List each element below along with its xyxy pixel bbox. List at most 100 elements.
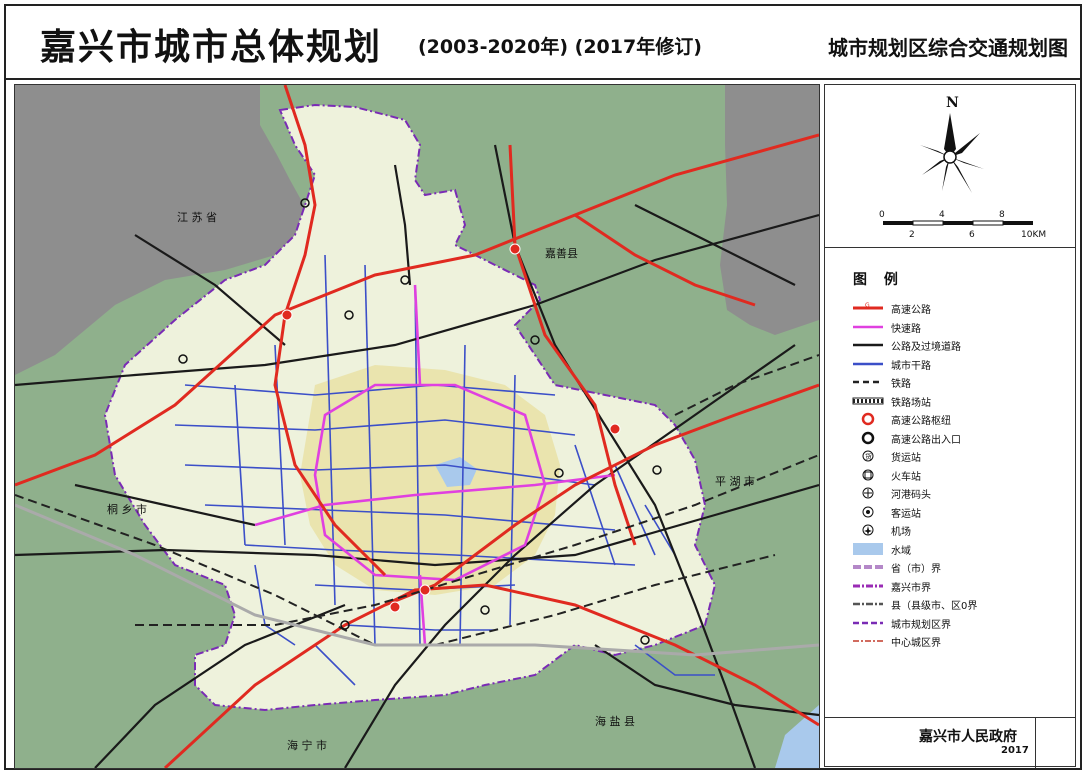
legend-item-exit: 高速公路出入口 xyxy=(851,429,1071,447)
railways xyxy=(15,354,819,646)
county-border-icon xyxy=(853,602,883,606)
center-border-icon xyxy=(853,640,883,642)
legend-label: 铁路 xyxy=(891,379,911,390)
legend-label: 火车站 xyxy=(891,471,921,483)
railway-icon xyxy=(853,380,883,384)
compass-box: N 0 xyxy=(825,85,1075,248)
exit-marker xyxy=(530,335,540,345)
map-name: 城市规划区综合交通规划图 xyxy=(828,36,1068,60)
grey-corridors xyxy=(15,503,819,657)
north-label: N xyxy=(946,95,959,111)
legend-title: 图 例 xyxy=(853,272,904,288)
footer: 嘉兴市人民政府 2017 xyxy=(825,717,1075,768)
legend-item-railway: 铁路 xyxy=(851,373,1071,391)
highway-icon xyxy=(853,343,883,347)
hub-marker xyxy=(609,423,621,435)
footer-divider xyxy=(1035,718,1036,768)
bus-icon xyxy=(862,506,874,517)
legend-item-train: 火车站 xyxy=(851,466,1071,484)
exit-marker xyxy=(400,275,410,285)
expressway-exits xyxy=(178,198,662,645)
jiangsu-region xyxy=(15,85,315,375)
exit-marker xyxy=(340,620,350,630)
exit-icon xyxy=(861,431,875,444)
city-border-icon xyxy=(853,584,883,587)
legend-label: 铁路场站 xyxy=(891,397,931,409)
map-frame: 嘉兴市城市总体规划 (2003-2020年) (2017年修订) 城市规划区综合… xyxy=(4,4,1082,770)
expressway-icon: G xyxy=(853,302,883,310)
legend-label: 快速路 xyxy=(891,323,921,335)
legend-item-hub: 高速公路枢纽 xyxy=(851,410,1071,428)
scale-tick-8: 8 xyxy=(999,210,1005,220)
scale-bar: 0 4 8 2 6 10KM xyxy=(879,210,1046,240)
place-label-tongxiang: 桐 乡 市 xyxy=(107,502,147,516)
legend-item-center-border: 中心城区界 xyxy=(851,632,1071,650)
hub-marker xyxy=(281,309,293,321)
header: 嘉兴市城市总体规划 (2003-2020年) (2017年修订) 城市规划区综合… xyxy=(6,6,1080,80)
exit-marker xyxy=(554,468,564,478)
water-icon xyxy=(853,542,883,555)
legend-label: 水域 xyxy=(891,545,911,557)
scale-tick-0: 0 xyxy=(879,210,885,220)
hub-icon xyxy=(861,412,875,426)
place-label-haining: 海 宁 市 xyxy=(287,738,327,752)
legend-item-province-border: 省（市）界 xyxy=(851,558,1071,576)
legend-label: 嘉兴市界 xyxy=(891,582,931,594)
legend-label: 河港码头 xyxy=(891,490,931,501)
fast-road-icon xyxy=(853,325,883,328)
map-svg: 江 苏 省 嘉善县 平 湖 市 桐 乡 市 海 宁 市 海 盐 县 xyxy=(15,85,819,768)
svg-text:货: 货 xyxy=(865,452,872,461)
planning-border-icon xyxy=(853,621,883,624)
legend-item-expressway: G 高速公路 xyxy=(851,299,1071,317)
scale-tick-6: 6 xyxy=(969,230,975,240)
compass-rose-icon xyxy=(920,113,984,193)
hub-marker xyxy=(389,601,401,613)
place-label-haiyan: 海 盐 县 xyxy=(595,714,635,728)
legend-item-county-border: 县（县级市、区0界 xyxy=(851,595,1071,613)
exit-marker xyxy=(178,354,188,364)
port-icon xyxy=(862,487,874,499)
scale-tick-10km: 10KM xyxy=(1021,230,1046,240)
legend-item-bus: 客运站 xyxy=(851,503,1071,521)
svg-text:G: G xyxy=(865,302,870,309)
legend-label: 高速公路枢纽 xyxy=(891,416,951,427)
scale-tick-2: 2 xyxy=(909,230,915,240)
place-label-pinghu: 平 湖 市 xyxy=(715,474,755,488)
issue-year: 2017 xyxy=(1001,745,1029,756)
legend-panel: N 0 xyxy=(824,84,1076,768)
legend-item-planning-border: 城市规划区界 xyxy=(851,614,1071,632)
shanghai-region xyxy=(720,85,819,335)
legend-label: 货运站 xyxy=(891,453,921,464)
legend-label: 县（县级市、区0界 xyxy=(891,601,978,612)
freight-icon: 货 xyxy=(862,450,874,462)
exit-marker xyxy=(300,198,310,208)
exit-marker xyxy=(344,310,354,320)
legend-label: 中心城区界 xyxy=(891,638,941,649)
scale-tick-4: 4 xyxy=(939,210,945,220)
train-icon xyxy=(862,469,874,480)
expressway-hubs xyxy=(281,243,621,613)
arterial-icon xyxy=(853,362,883,365)
legend-label: 高速公路出入口 xyxy=(891,434,961,446)
compass-svg: N 0 xyxy=(879,95,1046,240)
exit-marker xyxy=(480,605,490,615)
arterial-roads xyxy=(174,254,715,686)
place-label-jiashan: 嘉善县 xyxy=(545,246,578,260)
urban-core xyxy=(300,365,560,595)
map-canvas[interactable]: 江 苏 省 嘉善县 平 湖 市 桐 乡 市 海 宁 市 海 盐 县 xyxy=(14,84,820,769)
airport-icon xyxy=(862,524,874,536)
legend-label: 城市干路 xyxy=(891,360,931,372)
legend-label: 高速公路 xyxy=(891,305,931,316)
rail-yard-icon xyxy=(852,397,884,404)
legend-item-water: 水域 xyxy=(851,540,1071,558)
hub-marker xyxy=(509,243,521,255)
page-title: 嘉兴市城市总体规划 xyxy=(40,27,383,68)
legend-item-airport: 机场 xyxy=(851,521,1071,539)
exit-marker xyxy=(652,465,662,475)
legend-item-rail-yard: 铁路场站 xyxy=(851,392,1071,410)
sea-water xyxy=(775,705,819,768)
province-border-icon xyxy=(853,565,883,569)
hub-marker xyxy=(419,584,431,596)
place-label-jiangsu: 江 苏 省 xyxy=(177,211,217,224)
